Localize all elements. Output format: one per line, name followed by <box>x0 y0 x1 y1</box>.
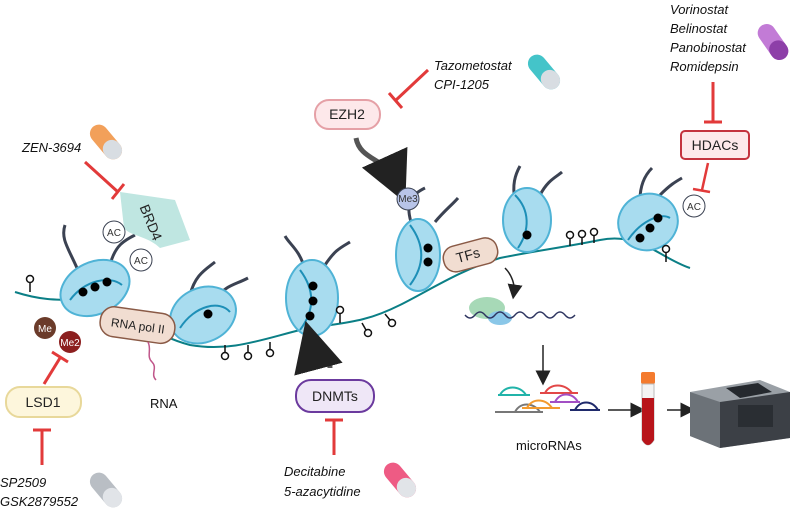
lsd1-drug-inhibitor <box>33 428 51 465</box>
dnmts-label: DNMTs <box>312 388 358 404</box>
lsd1-inhibitor <box>42 350 69 385</box>
drug-5-azacytidine: 5-azacytidine <box>284 484 361 499</box>
drug-gsk2879552: GSK2879552 <box>0 494 79 509</box>
pill-capsule-icon <box>527 54 561 90</box>
rna-transcript <box>147 341 157 381</box>
rna-pol-box <box>99 306 176 345</box>
pill-capsule-icon <box>383 462 417 498</box>
me3-label: Me3 <box>398 194 418 205</box>
brd4-inhibitor <box>83 160 126 200</box>
drug-panobinostat: Panobinostat <box>670 40 747 55</box>
ac-mark-hdac <box>682 194 706 218</box>
nucleosome-2 <box>169 260 249 345</box>
dnmt-to-dna-arrow <box>294 320 343 376</box>
pill-capsule-icon <box>89 472 123 508</box>
ac-label-1: AC <box>107 228 121 239</box>
methyl-lollipops <box>25 227 671 361</box>
drug-romidepsin: Romidepsin <box>670 59 739 74</box>
rna-label: RNA <box>150 396 178 411</box>
ezh2-label: EZH2 <box>329 106 365 122</box>
me2-mark <box>59 331 81 353</box>
nucleosome-5 <box>502 165 563 253</box>
ac-label-2: AC <box>134 256 148 267</box>
tfs-label: TFs <box>454 244 481 266</box>
ac-mark-2 <box>129 248 153 272</box>
tfs-arrow <box>504 267 523 300</box>
ezh2-to-me3-arrow <box>353 137 408 203</box>
brd4-shape <box>120 192 190 248</box>
micrornas-cluster <box>495 384 600 413</box>
me-label: Me <box>38 324 52 335</box>
lsd1-label: LSD1 <box>25 394 60 410</box>
pill-capsule-icon <box>757 23 789 61</box>
drug-tazometostat: Tazometostat <box>434 58 513 73</box>
dnmts-box <box>295 379 375 413</box>
drug-zen3694: ZEN-3694 <box>21 140 81 155</box>
blood-tube-icon <box>641 372 655 446</box>
nucleosome-1 <box>59 224 136 318</box>
nucleosome-4 <box>395 186 460 292</box>
hdac-to-ac-inhibitor <box>692 162 711 194</box>
drug-decitabine: Decitabine <box>284 464 345 479</box>
pill-capsule-icon <box>89 124 123 160</box>
ezh2-box <box>314 99 381 130</box>
me2-label: Me2 <box>60 338 80 349</box>
me3-mark <box>396 187 420 211</box>
ac-mark-1 <box>102 220 126 244</box>
drug-cpi1205: CPI-1205 <box>434 77 490 92</box>
micrornas-label: microRNAs <box>516 438 582 453</box>
me-mark <box>34 317 56 339</box>
hdacs-box <box>680 130 750 160</box>
drug-belinostat: Belinostat <box>670 21 728 36</box>
dnmt-inhibitor <box>325 418 343 455</box>
tfs-box <box>442 237 499 273</box>
sequencer-machine-icon <box>690 380 790 448</box>
hdacs-label: HDACs <box>692 137 739 153</box>
drug-sp2509: SP2509 <box>0 475 46 490</box>
hdac-inhibitor <box>704 82 722 124</box>
drug-vorinostat: Vorinostat <box>670 2 729 17</box>
ac-label-hdac: AC <box>687 202 701 213</box>
protein-blob-2 <box>488 311 512 325</box>
ezh2-inhibitor <box>387 68 430 109</box>
rna-transcript-2 <box>464 311 576 319</box>
nucleosome-6 <box>617 166 683 252</box>
lsd1-box <box>5 386 82 418</box>
